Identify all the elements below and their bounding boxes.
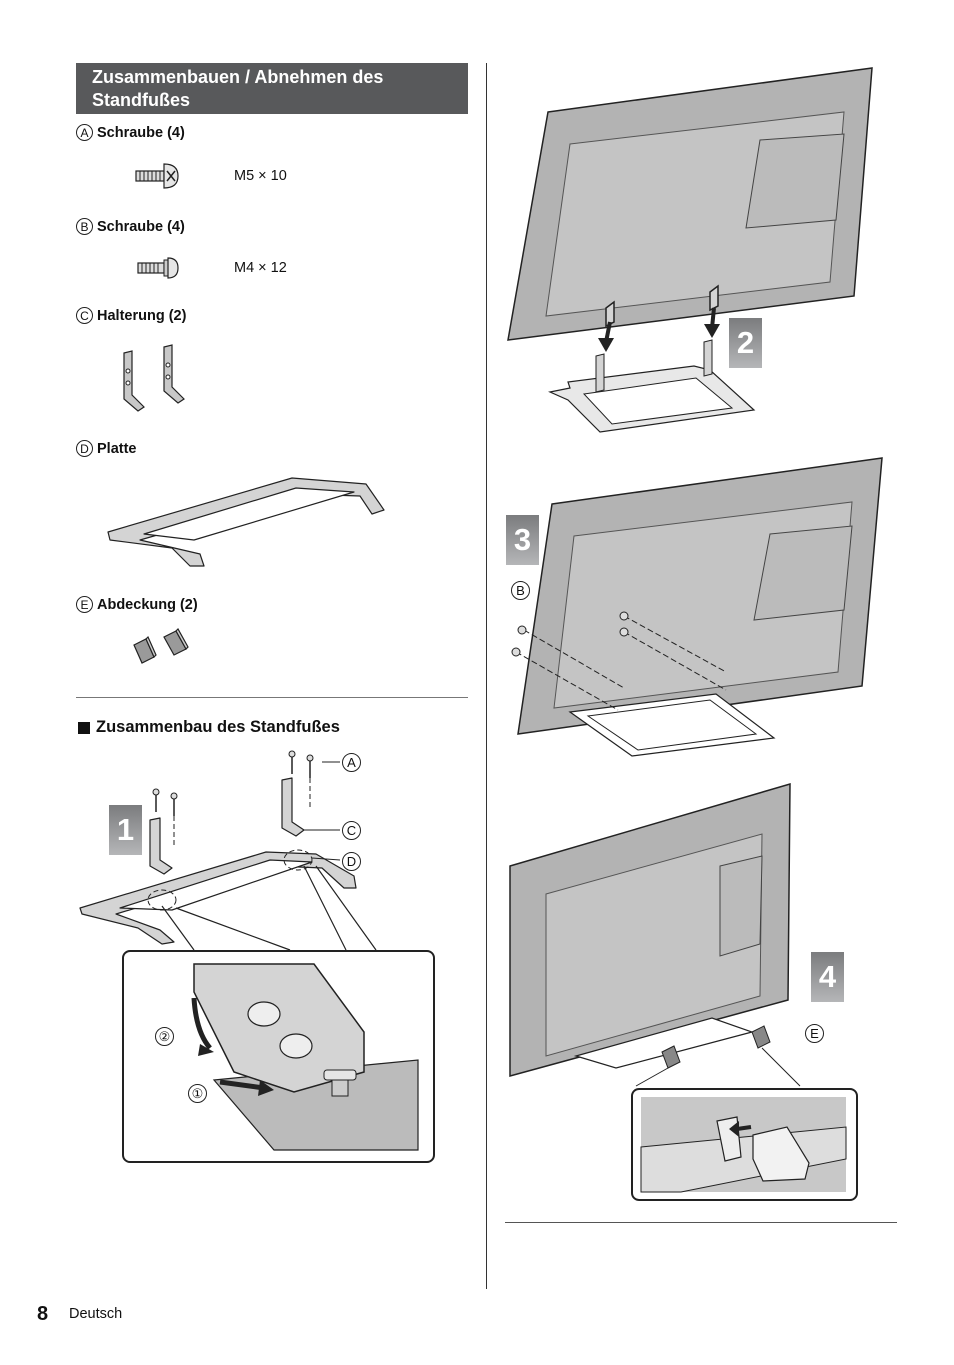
step-4-badge: 4	[811, 952, 844, 1002]
screw-b-icon	[137, 257, 179, 279]
callout-a: A	[342, 753, 361, 772]
callout-e: E	[805, 1024, 824, 1043]
plate-icon	[107, 477, 385, 567]
column-divider	[486, 63, 487, 1289]
part-b-label: B Schraube (4)	[76, 218, 185, 235]
part-a-spec: M5 × 10	[234, 168, 287, 184]
page-number: 8	[37, 1303, 49, 1325]
assembly-title-text: Zusammenbau des Standfußes	[96, 718, 340, 736]
step-2-illustration	[507, 67, 873, 433]
part-b-spec: M4 × 12	[234, 260, 287, 276]
right-divider	[505, 1222, 897, 1223]
part-a-label: A Schraube (4)	[76, 124, 185, 141]
part-name: Platte	[97, 440, 137, 457]
screw-a-icon	[135, 163, 179, 189]
part-name: Abdeckung (2)	[97, 596, 198, 613]
part-name: Schraube (4)	[97, 218, 185, 235]
callout-d: D	[342, 852, 361, 871]
callout-c: C	[342, 821, 361, 840]
part-letter: E	[76, 596, 93, 613]
cover-icon	[133, 628, 189, 664]
page-language: Deutsch	[69, 1306, 123, 1322]
part-letter: B	[76, 218, 93, 235]
part-e-label: E Abdeckung (2)	[76, 596, 198, 613]
bullet-square-icon	[78, 721, 90, 734]
section-divider	[76, 697, 468, 698]
detail-illustration	[191, 963, 419, 1151]
callout-b: B	[511, 581, 530, 600]
sub-step-1: ①	[188, 1084, 207, 1103]
part-d-label: D Platte	[76, 440, 137, 457]
step-1-illustration	[79, 750, 357, 945]
detail-4-illustration	[640, 1097, 847, 1193]
step-4-illustration	[509, 782, 801, 1087]
part-name: Halterung (2)	[97, 307, 187, 324]
step-1-badge: 1	[109, 805, 142, 855]
part-letter: C	[76, 307, 93, 324]
step-2-badge: 2	[729, 318, 762, 368]
part-c-label: C Halterung (2)	[76, 307, 186, 324]
part-letter: A	[76, 124, 93, 141]
sub-step-2: ②	[155, 1027, 174, 1046]
section-title: Zusammenbauen / Abnehmen des Standfußes	[76, 63, 468, 114]
assembly-title: Zusammenbau des Standfußes	[78, 718, 340, 737]
step-3-illustration	[511, 457, 883, 757]
step-3-badge: 3	[506, 515, 539, 565]
part-letter: D	[76, 440, 93, 457]
bracket-icon	[123, 344, 185, 412]
part-name: Schraube (4)	[97, 124, 185, 141]
